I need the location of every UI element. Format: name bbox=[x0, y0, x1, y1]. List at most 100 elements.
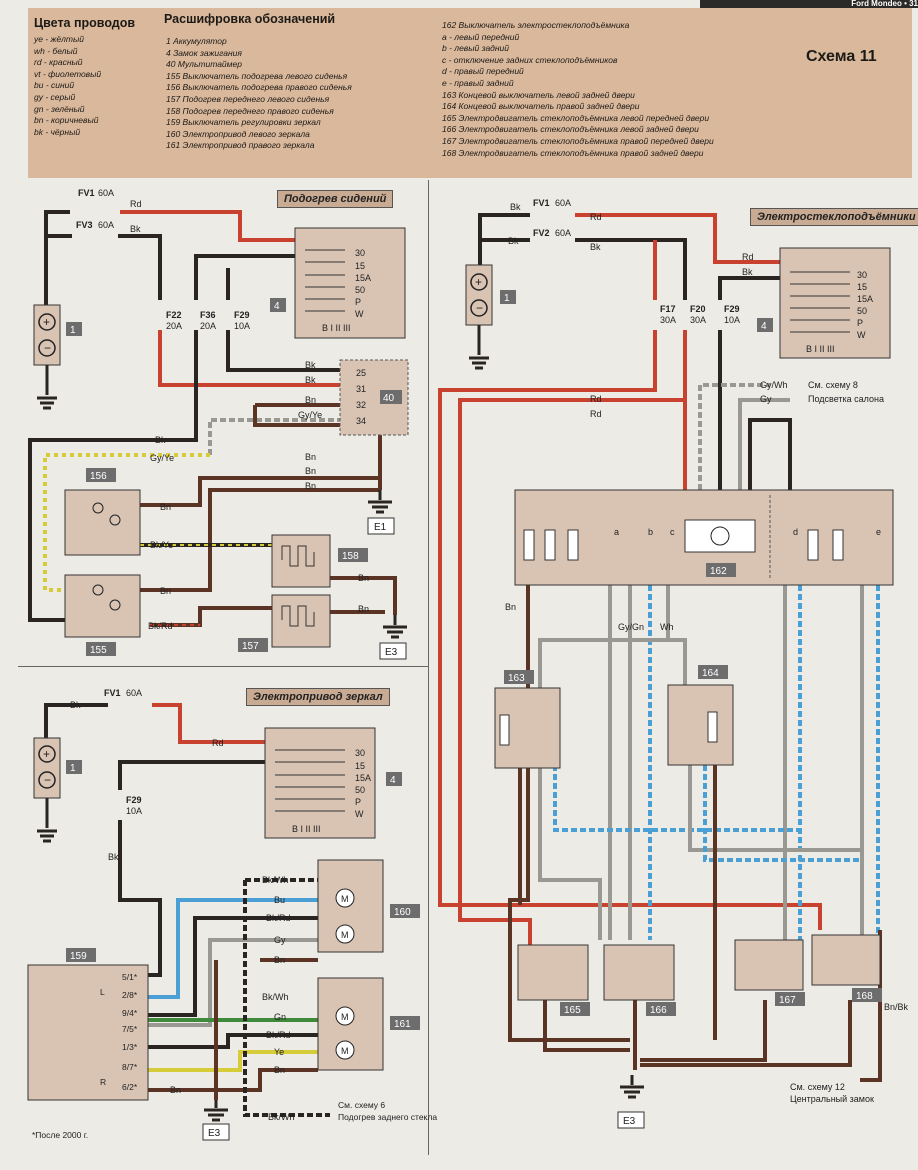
label-f29: F29 bbox=[724, 304, 740, 314]
label-n159: 159 bbox=[70, 951, 87, 962]
label-bkrd: Bk/Rd bbox=[266, 913, 291, 923]
pin-15a: 15A bbox=[857, 294, 873, 304]
label-n167: 167 bbox=[779, 995, 796, 1006]
label-bk: Bk bbox=[590, 242, 601, 252]
label-bk: Bk bbox=[508, 236, 519, 246]
pin-15: 15 bbox=[355, 261, 365, 271]
page-header: Ford Mondeo • 31 bbox=[700, 0, 918, 8]
label-gy: Gy bbox=[274, 935, 286, 945]
pin-50: 50 bbox=[355, 285, 365, 295]
pin-15: 15 bbox=[355, 761, 365, 771]
pin-mir3: 9/4* bbox=[122, 1008, 138, 1018]
pin-15a: 15A bbox=[355, 273, 371, 283]
battery-mirrors: + − 1 bbox=[33, 737, 82, 843]
label-f17: F17 bbox=[660, 304, 676, 314]
color-item: bu - синий bbox=[34, 80, 75, 91]
pin-15a: 15A bbox=[355, 773, 371, 783]
label-bkwh: Bk/Wh bbox=[262, 992, 289, 1002]
label-bk: Bk bbox=[130, 224, 141, 234]
mt-34: 34 bbox=[356, 416, 366, 426]
mirror-switch-159: 159 5/1* 2/8* 9/4* 7/5* 1/3* 8/7* 6/2* L… bbox=[27, 948, 149, 1101]
label-f29: F29 bbox=[234, 310, 250, 320]
label-n1: 1 bbox=[70, 763, 76, 774]
label-rd: Rd bbox=[742, 252, 754, 262]
label-fv3: FV3 bbox=[76, 220, 93, 230]
label-bkrd: Bk/Rd bbox=[266, 1030, 291, 1040]
note-see-schema8: См. схему 8 bbox=[808, 380, 858, 390]
code-list-2: 162 Выключатель электростеклоподъёмника … bbox=[442, 20, 714, 159]
label-bkwh: Bk/Wh bbox=[262, 875, 289, 885]
window-wiring bbox=[438, 213, 882, 1082]
window-motor-168: 168 bbox=[811, 934, 882, 1002]
label-n157: 157 bbox=[242, 641, 259, 652]
code-item: b - левый задний bbox=[442, 43, 509, 54]
fuse-labels-seats: FV1 60A Rd FV3 60A Bk F22 20A F36 20A F2… bbox=[76, 188, 369, 631]
note-posle2000: *После 2000 г. bbox=[32, 1130, 88, 1140]
label-n156: 156 bbox=[90, 471, 107, 482]
label-bk: Bk bbox=[742, 267, 753, 277]
label-n158: 158 bbox=[342, 551, 359, 562]
code-item: a - левый передний bbox=[442, 31, 520, 42]
note-see-schema6: См. схему 6 bbox=[338, 1100, 385, 1110]
color-item: bk - чёрный bbox=[34, 126, 81, 137]
label-e3: E3 bbox=[623, 1116, 636, 1127]
code-item: e - правый задний bbox=[442, 77, 514, 88]
mirror-motor-160: M M 160 bbox=[317, 859, 420, 953]
legend-panel: Цвета проводов ye - жёлтый wh - белый rd… bbox=[28, 8, 912, 178]
label-bn: Bn bbox=[160, 586, 171, 596]
label-fv1: FV1 bbox=[533, 198, 550, 208]
label-gn: Gn bbox=[274, 1012, 286, 1022]
ground-e3: E3 bbox=[379, 615, 407, 660]
label-rd: Rd bbox=[590, 394, 602, 404]
label-e: e bbox=[876, 527, 881, 537]
label-ye: Ye bbox=[274, 1047, 284, 1057]
label-bn: Bn bbox=[160, 502, 171, 512]
label-e1: E1 bbox=[374, 522, 387, 533]
code-item: 159 Выключатель регулировки зеркал bbox=[166, 117, 321, 128]
label-bk: Bk bbox=[305, 375, 316, 385]
code-item: 160 Электропривод левого зеркала bbox=[166, 128, 310, 139]
label-gywh: Gy/Wh bbox=[760, 380, 788, 390]
color-item: rd - красный bbox=[34, 57, 83, 68]
code-item: 158 Подогрев переднего правого сиденья bbox=[166, 105, 334, 116]
pin-30: 30 bbox=[355, 248, 365, 258]
divider-vertical bbox=[428, 180, 429, 1155]
window-motor-165: 165 bbox=[517, 944, 590, 1016]
label-bk: Bk bbox=[155, 435, 166, 445]
mirror-motor-161: M M 161 bbox=[317, 977, 420, 1071]
label-amp60: 60A bbox=[98, 220, 114, 230]
code-item: 4 Замок зажигания bbox=[166, 47, 242, 58]
roman-positions: B I II III bbox=[292, 824, 321, 834]
switch-156: 156 bbox=[64, 468, 141, 556]
minus-icon: − bbox=[476, 301, 483, 315]
color-item: wh - белый bbox=[34, 45, 78, 56]
panel-title-mirrors: Электропривод зеркал bbox=[246, 688, 390, 706]
mirror-wiring bbox=[44, 703, 330, 1117]
label-bn: Bn bbox=[305, 452, 316, 462]
code-item: 155 Выключатель подогрева левого сиденья bbox=[166, 70, 348, 81]
seat-heating-wiring bbox=[28, 210, 397, 627]
window-motor-166: 166 bbox=[603, 944, 676, 1016]
pin-mir1: 5/1* bbox=[122, 972, 138, 982]
window-motor-167: 167 bbox=[734, 939, 805, 1006]
colors-title: Цвета проводов bbox=[34, 16, 136, 30]
mt-25: 25 bbox=[356, 368, 366, 378]
label-bn: Bn bbox=[505, 602, 516, 612]
label-bn: Bn bbox=[305, 466, 316, 476]
label-f22: F22 bbox=[166, 310, 182, 320]
label-bn: Bn bbox=[358, 573, 369, 583]
label-n166: 166 bbox=[650, 1005, 667, 1016]
label-bk: Bk bbox=[305, 360, 316, 370]
pin-mir4: 7/5* bbox=[122, 1024, 138, 1034]
plus-icon: + bbox=[43, 747, 50, 761]
mt-31: 31 bbox=[356, 384, 366, 394]
label-fv1: FV1 bbox=[78, 188, 95, 198]
label-amp60: 60A bbox=[126, 688, 142, 698]
code-item: c - отключение задних стеклоподъёмников bbox=[442, 54, 618, 65]
window-labels: Bk FV1 60A Rd Bk FV2 60A Bk F17 30A F20 … bbox=[505, 198, 909, 1104]
pin-p: P bbox=[857, 318, 863, 328]
motor-icon: M bbox=[341, 1046, 349, 1056]
label-n168: 168 bbox=[856, 991, 873, 1002]
pin-30: 30 bbox=[857, 270, 867, 280]
label-fv1: FV1 bbox=[104, 688, 121, 698]
